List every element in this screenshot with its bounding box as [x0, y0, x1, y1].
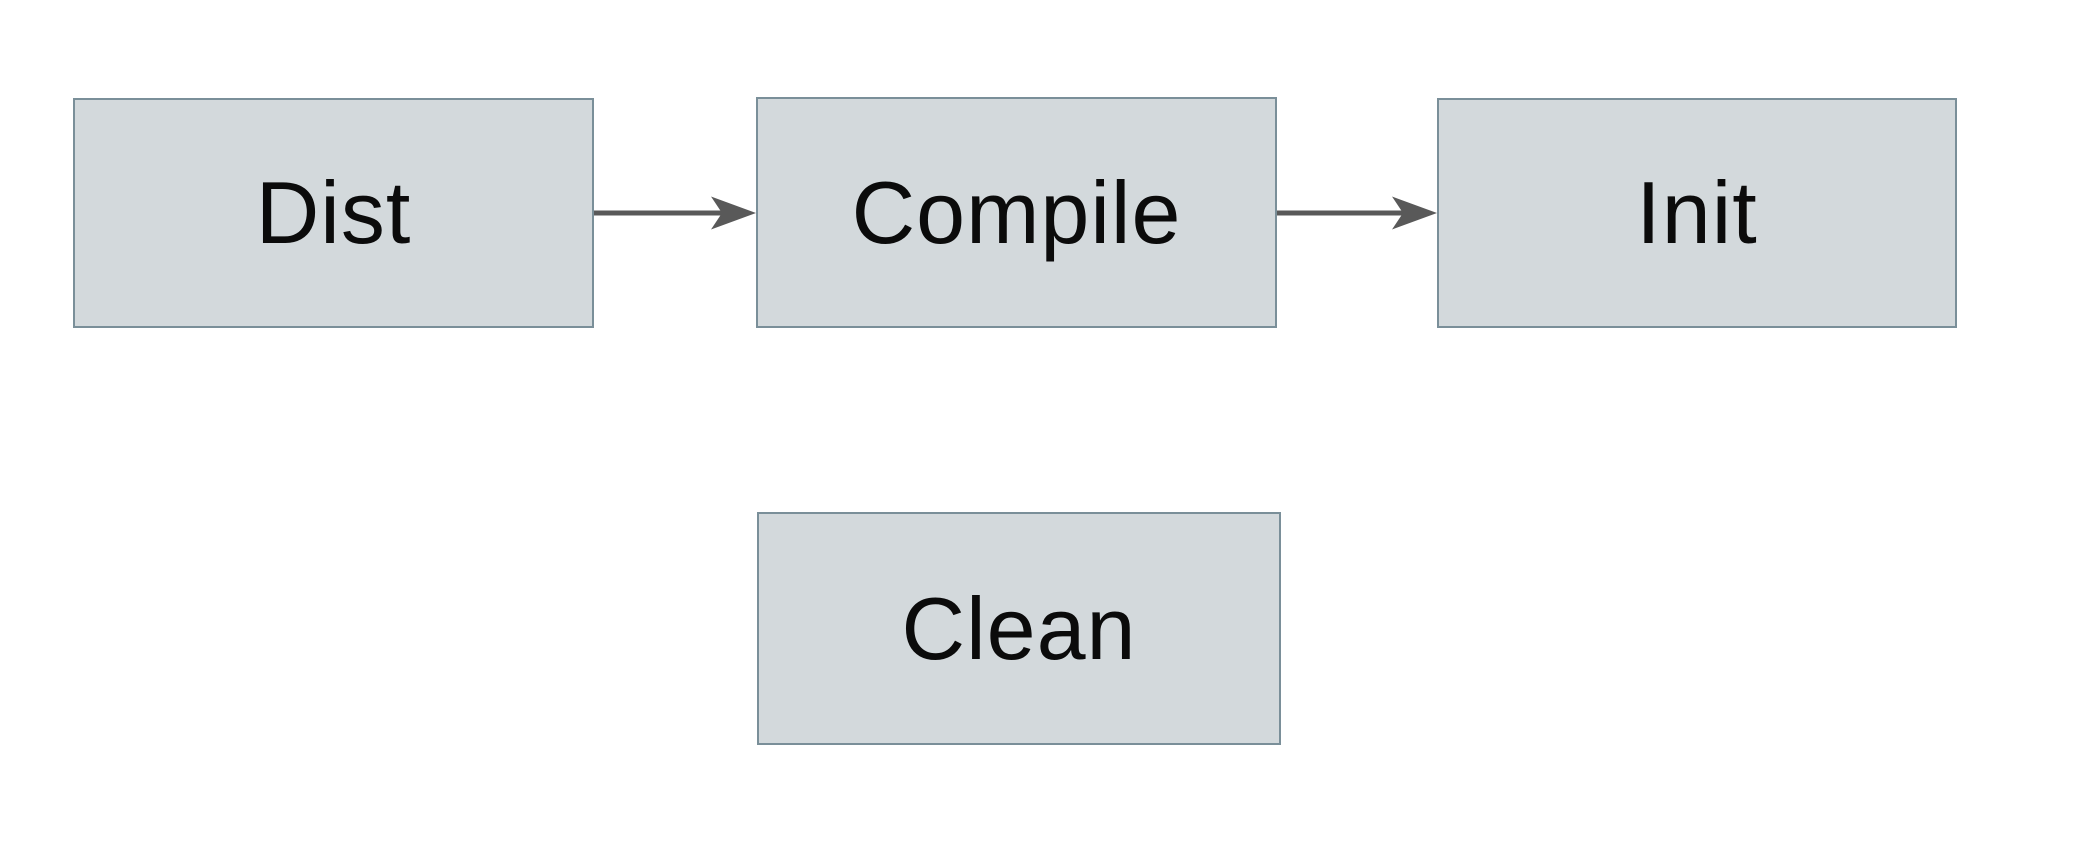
node-clean-label: Clean: [901, 578, 1137, 678]
node-compile[interactable]: Compile: [756, 97, 1277, 328]
node-init[interactable]: Init: [1437, 98, 1957, 328]
edge-dist-to-compile: [594, 196, 756, 230]
edge-compile-to-init: [1277, 196, 1437, 230]
node-dist-label: Dist: [255, 163, 412, 262]
node-clean[interactable]: Clean: [757, 512, 1281, 745]
node-dist[interactable]: Dist: [73, 98, 594, 328]
node-compile-label: Compile: [851, 162, 1182, 262]
node-init-label: Init: [1636, 163, 1758, 262]
